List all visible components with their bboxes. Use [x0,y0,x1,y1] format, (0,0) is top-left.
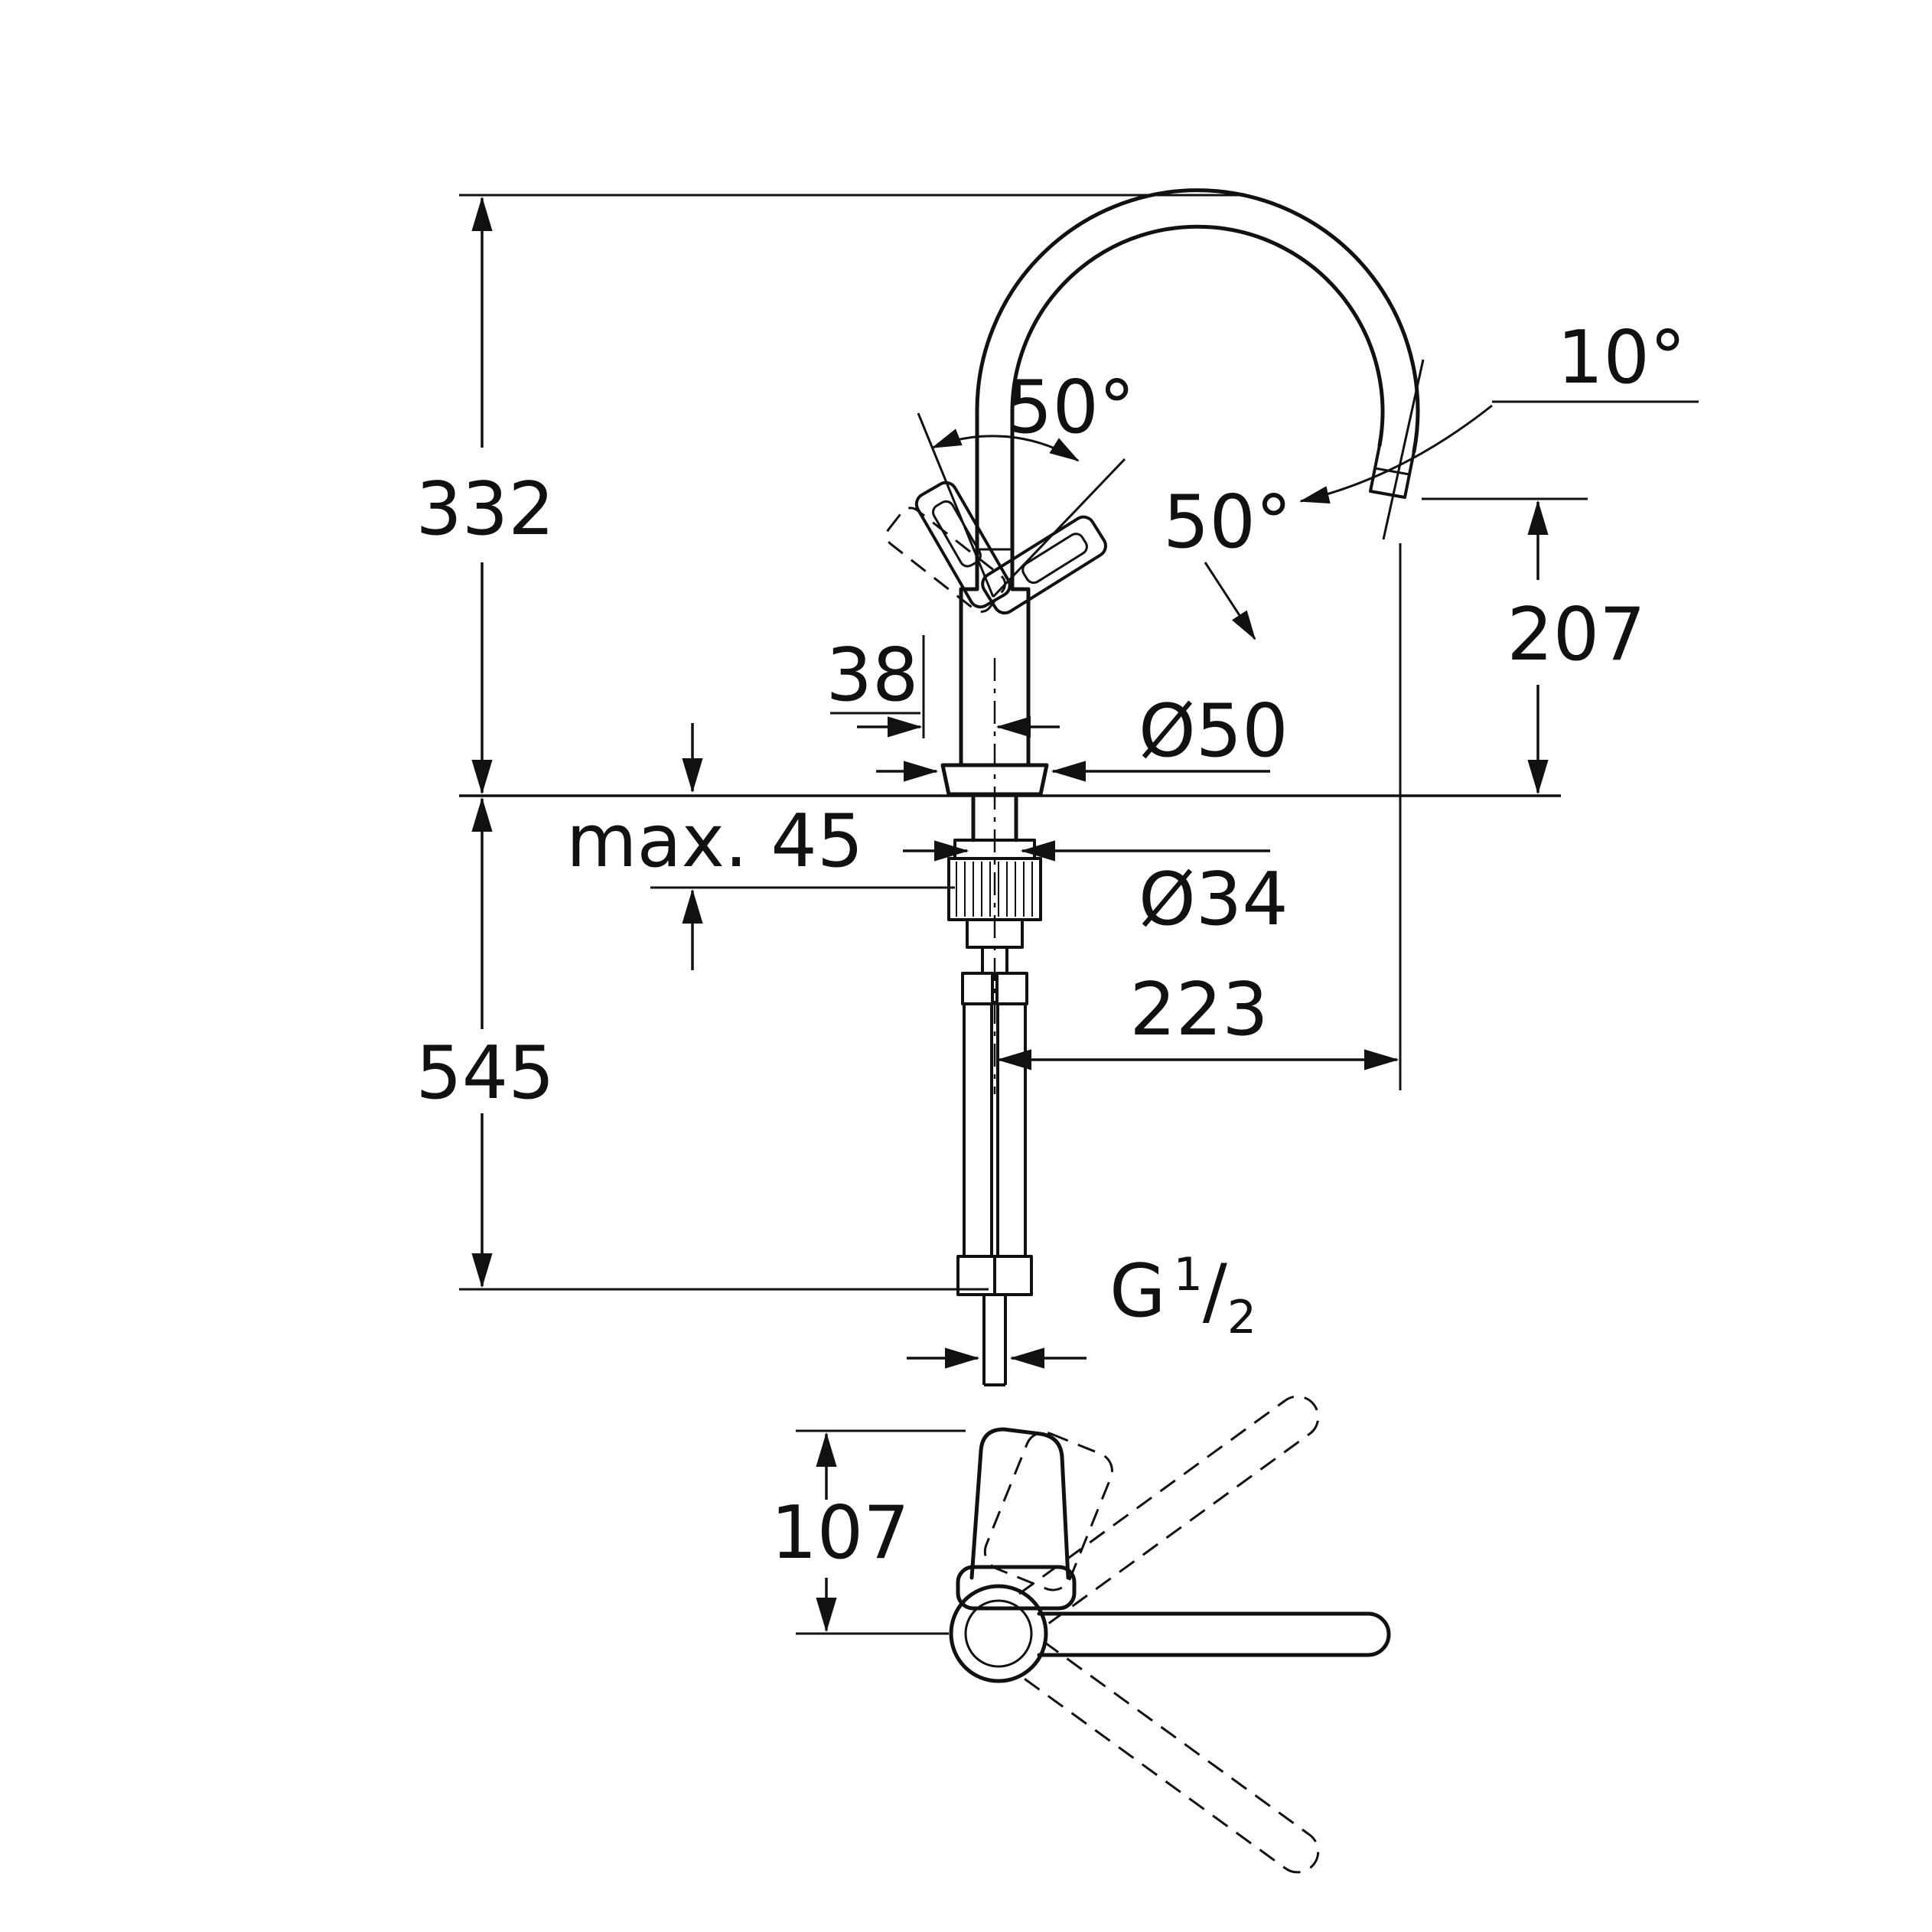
dim-d50: Ø50 [876,689,1289,782]
dim-max45: max. 45 [566,723,955,970]
faucet-front-view [459,188,1561,1386]
dim-d50-label: Ø50 [1139,689,1289,774]
dim-107-label: 107 [771,1491,909,1575]
top-view-lever-ghost [983,1431,1113,1592]
dim-545: 545 [415,797,989,1291]
lever-position-right [981,515,1107,615]
hose-crimp-left [961,972,994,1005]
top-view-body [956,1565,1077,1611]
dim-50deg-left-label: 50° [1006,366,1135,450]
dim-332: 332 [415,194,1240,795]
faucet-top-view [949,1395,1391,1874]
dim-38: 38 [826,634,1060,738]
top-view-swivel-arm-down [1018,1640,1320,1874]
dim-207-label: 207 [1507,593,1645,677]
dim-10deg-label: 10° [1557,316,1686,400]
dim-38-label: 38 [826,634,919,718]
hose-end-right [993,1255,1033,1296]
dim-207: 207 [1422,497,1646,795]
hose-crimp-right [995,972,1028,1005]
dim-50deg-right: 50° [1163,481,1292,640]
top-view-base-circle [949,1584,1048,1683]
base-flange [940,763,1049,797]
supply-hoses [956,1002,1033,1386]
top-view-spout-arm [1037,1611,1391,1657]
spout [975,188,1420,591]
dim-107: 107 [771,1429,966,1635]
dim-10deg: 10° [1299,316,1699,540]
dim-50deg-left: 50° [917,366,1135,598]
dim-545-label: 545 [415,1031,554,1116]
dim-223: 223 [996,968,1399,1070]
hose-right [996,1002,1027,1258]
dim-d34: Ø34 [903,840,1289,942]
dim-d34-label: Ø34 [1139,858,1289,942]
lever-ghost-position [885,507,1007,613]
dim-max45-label: max. 45 [566,800,863,884]
hose-left [963,1002,993,1258]
dim-223-label: 223 [1129,968,1268,1052]
dim-332-label: 332 [415,468,554,552]
top-view-swivel-arm-up [1018,1395,1320,1628]
nut-ribs [956,862,1033,917]
dim-50deg-right-label: 50° [1163,481,1292,565]
top-view-inner-circle [964,1599,1033,1668]
top-view-lever [969,1427,1070,1580]
